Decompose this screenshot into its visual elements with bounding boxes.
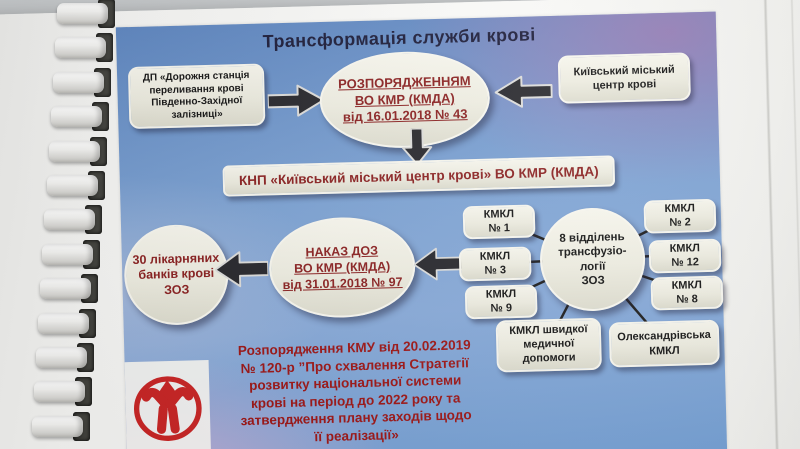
binding-ring: [46, 171, 105, 200]
binding-ring: [48, 136, 107, 166]
hospital-label: КМКЛ: [485, 288, 517, 301]
arrow-right-icon: [267, 82, 325, 119]
binding-ring: [52, 67, 111, 97]
arrow-down-icon: [399, 128, 436, 165]
binding-ring: [50, 102, 109, 132]
hospital-label: КМКЛ: [483, 208, 515, 221]
kyiv-center-box: Київський міський центр крові: [557, 52, 691, 104]
blood-service-logo: [124, 360, 211, 449]
hospital-number: № 2: [669, 215, 691, 229]
binding-ring: [40, 274, 99, 304]
binding-comb: [33, 381, 85, 403]
order-line: від 31.01.2018 № 97: [282, 275, 403, 293]
binding-comb: [42, 243, 94, 265]
arrow-left-icon: [413, 243, 463, 284]
footnote: Розпорядження КМУ від 20.02.2019 № 120-р…: [209, 335, 502, 448]
hospital-number: № 8: [676, 292, 698, 306]
decree-line: від 16.01.2018 № 43: [342, 106, 468, 125]
binding-comb: [46, 175, 98, 196]
binding-comb: [38, 312, 90, 334]
ambulance-hospital-box: КМКЛ швидкої медичної допомоги: [495, 317, 602, 373]
hub-line: трансфузіо-: [558, 245, 627, 260]
binding-comb: [54, 37, 106, 59]
hospital-number: № 12: [671, 255, 700, 269]
binding-comb: [50, 106, 102, 128]
blood-drop-emblem-icon: [133, 376, 202, 441]
hospital-label: КМКЛ: [664, 202, 696, 216]
arrow-left-icon: [494, 73, 553, 111]
hospital-number: № 1: [488, 221, 511, 235]
oleksandrivska-hospital-box: Олександрівська КМКЛ: [608, 319, 720, 368]
spiral-binding: [0, 0, 130, 449]
page-edge: [790, 0, 800, 449]
page-edge: [763, 0, 781, 449]
hospital-number: № 3: [484, 263, 507, 277]
binding-comb: [36, 347, 87, 368]
binding-ring: [38, 308, 97, 338]
hospital-number: № 9: [490, 301, 513, 315]
binding-comb: [57, 3, 108, 24]
hospital-label: КМКЛ: [479, 250, 511, 264]
binding-ring: [33, 377, 92, 407]
binding-comb: [44, 209, 96, 231]
binding-ring: [54, 33, 113, 63]
binding-comb: [31, 415, 83, 437]
binding-ring: [31, 411, 90, 441]
binding-ring: [36, 343, 94, 372]
binding-comb: [52, 71, 104, 93]
hospital-label: КМКЛ: [671, 279, 703, 292]
binding-comb: [48, 140, 100, 162]
binding-ring: [57, 0, 115, 28]
hospital-label: КМКЛ: [669, 242, 701, 256]
binding-comb: [40, 278, 92, 300]
binding-ring: [44, 205, 103, 235]
hub-line: ЗОЗ: [581, 274, 605, 287]
slide-diagram: Трансформація служби крові ДП «Дорожня с…: [115, 11, 729, 449]
result-bar-label: КНП «Київський міський центр крові» ВО К…: [238, 163, 599, 189]
arrow-left-icon: [214, 248, 269, 289]
binding-ring: [42, 239, 101, 269]
source-station-box: ДП «Дорожня станція переливання крові Пі…: [127, 63, 266, 130]
